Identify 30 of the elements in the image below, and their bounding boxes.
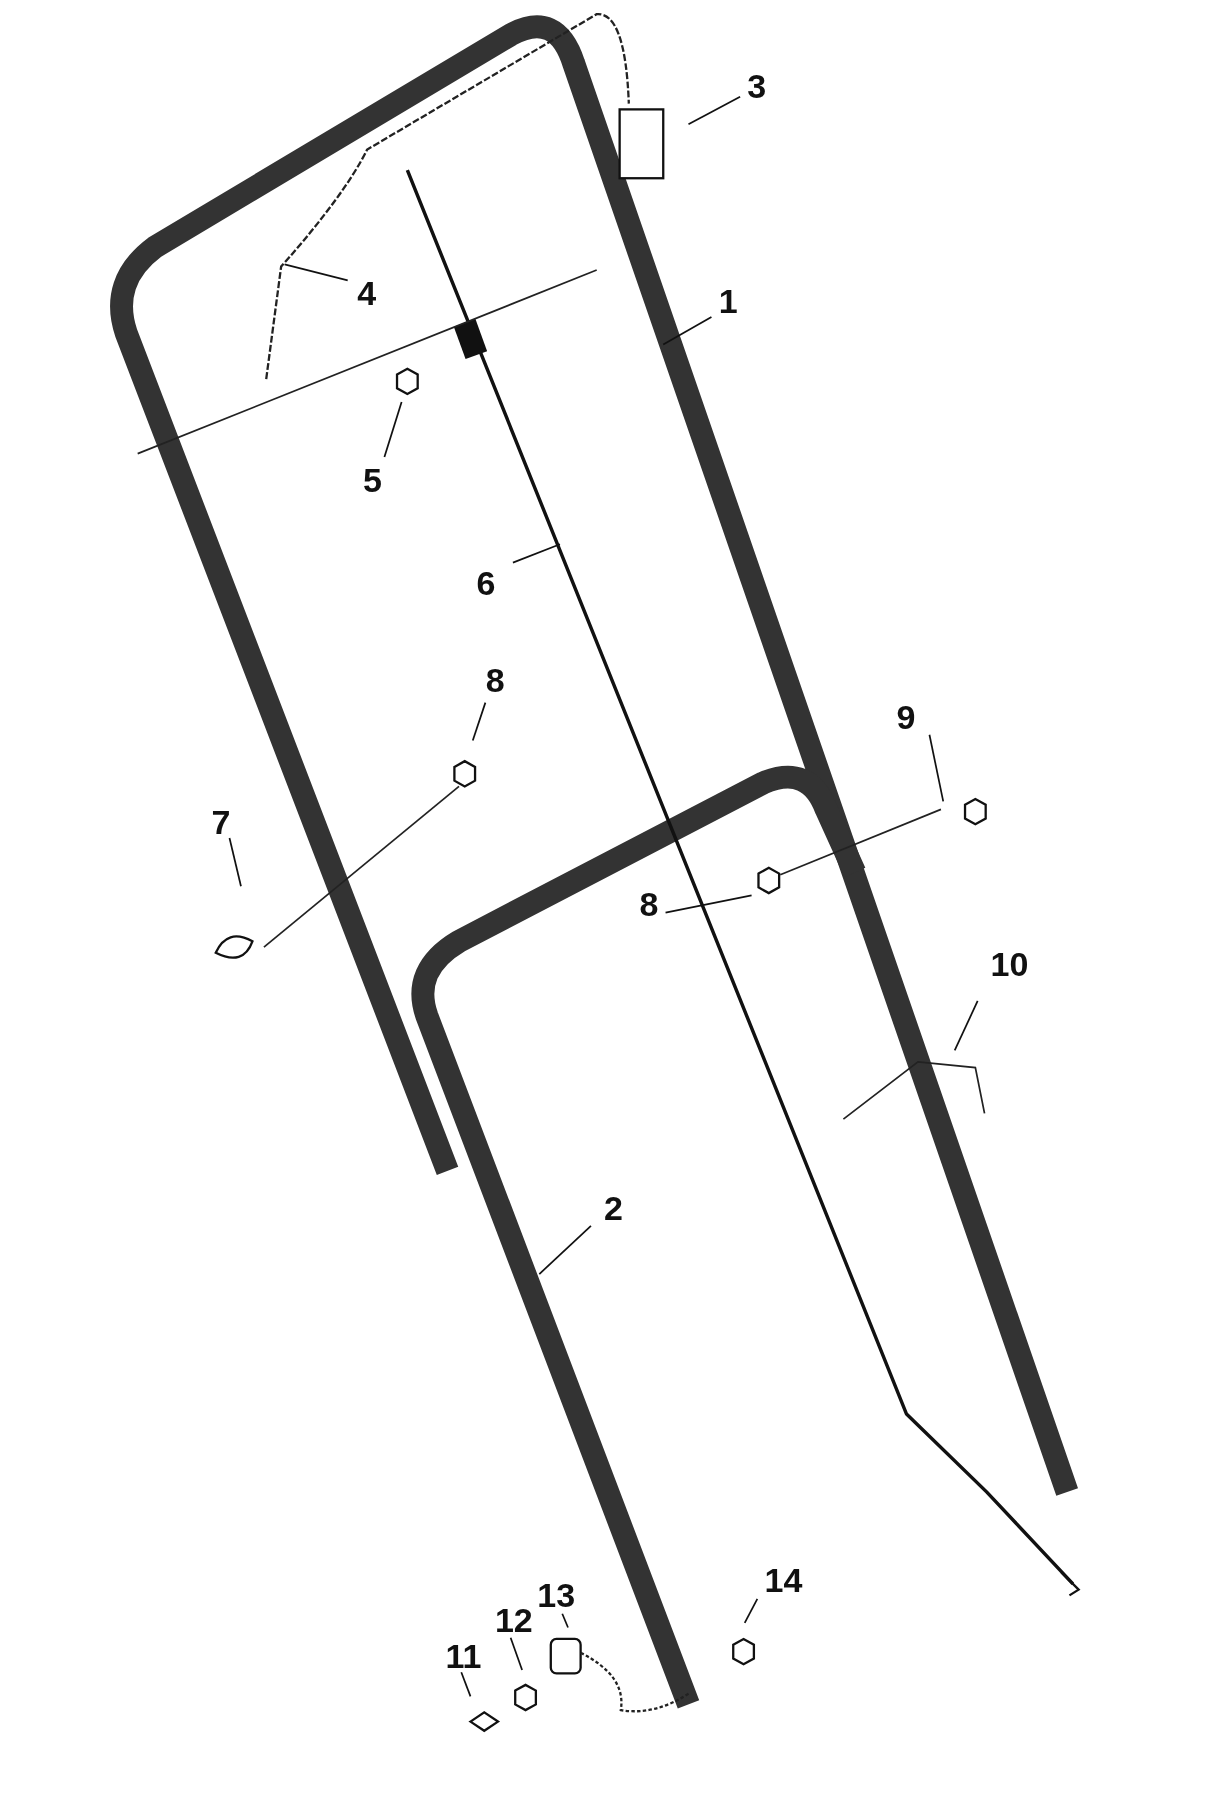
callout-number: 1 <box>718 282 738 319</box>
leader-line <box>471 701 487 742</box>
leader-line <box>664 894 753 914</box>
callout-number: 2 <box>603 1190 623 1227</box>
leader-line <box>743 1597 759 1624</box>
callout-number: 5 <box>362 461 382 498</box>
leader-line <box>687 95 741 126</box>
callout-number: 8 <box>485 662 505 699</box>
callout-number: 6 <box>476 564 496 601</box>
callout-number: 12 <box>494 1602 533 1639</box>
leader-line <box>509 1636 523 1671</box>
leader-line <box>538 1225 592 1275</box>
callout-number: 8 <box>639 886 659 923</box>
callout-number: 13 <box>537 1577 576 1613</box>
leader-line <box>512 543 561 564</box>
leader-line <box>228 837 242 888</box>
callout-number: 3 <box>747 68 767 105</box>
callout-number: 7 <box>211 803 231 840</box>
leader-line <box>953 1000 979 1052</box>
callout-number: 14 <box>764 1562 803 1599</box>
callout-number: 9 <box>896 699 916 736</box>
callout-number: 11 <box>445 1637 482 1674</box>
callout-number: 10 <box>990 945 1029 982</box>
leader-line <box>460 1671 472 1698</box>
leader-line <box>662 316 713 346</box>
leader-line <box>383 401 403 458</box>
leader-line <box>928 733 945 803</box>
callout-number: 4 <box>357 274 377 311</box>
leader-line <box>561 1612 569 1629</box>
leader-line <box>283 263 349 282</box>
